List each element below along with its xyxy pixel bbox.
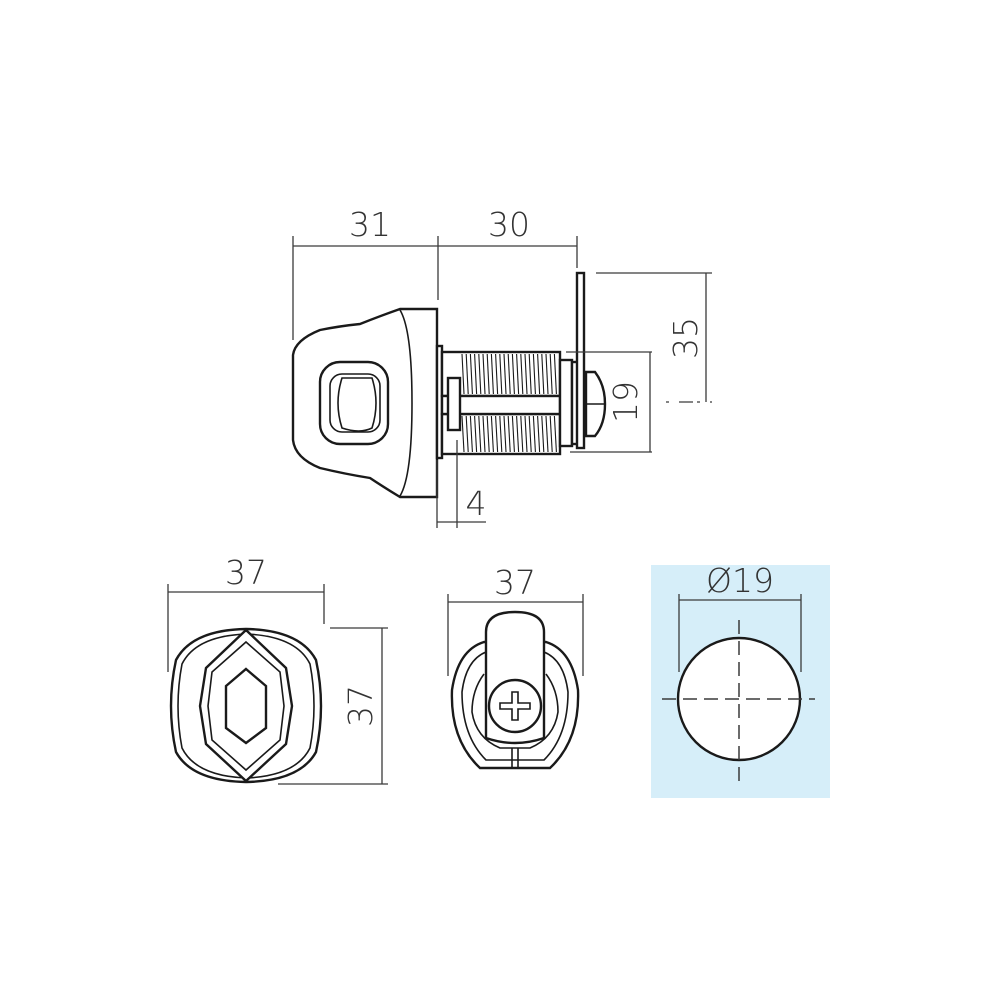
dimension-back-width: 37 [447,563,584,676]
dimension-front-width: 37 [167,553,325,672]
knob-edge [399,309,413,497]
side-view: 31 30 [291,205,712,528]
dimension-cam-height: 35 [596,272,712,403]
cutout-view: Ø19 [651,561,830,798]
label-body-length: 30 [488,205,530,244]
label-cam-height: 35 [666,317,705,359]
label-flange-thickness: 4 [466,484,487,523]
threaded-body [440,350,580,456]
front-view: 37 37 [167,553,388,785]
back-view: 37 [447,563,584,770]
label-front-height: 37 [341,685,380,727]
dimension-hole-diameter: Ø19 [678,561,802,672]
dimension-thread-diameter: 19 [566,351,652,453]
label-thread-diameter: 19 [606,381,645,423]
label-hole-diameter: Ø19 [706,561,774,600]
dimension-head-length: 31 [292,205,439,340]
phillips-cross-icon [499,691,531,721]
label-head-length: 31 [349,205,391,244]
front-keyhole [224,667,268,745]
dimension-flange-thickness: 4 [436,440,487,528]
keyhole-cam [337,377,377,432]
keyhole-inner [329,373,381,433]
cam-plate [575,271,586,450]
label-front-width: 37 [225,553,267,592]
keyhole-outer [318,360,390,446]
screw-head [487,678,543,734]
dimension-front-height: 37 [278,627,388,785]
label-back-width: 37 [494,563,536,602]
dimension-body-length: 30 [438,205,578,268]
